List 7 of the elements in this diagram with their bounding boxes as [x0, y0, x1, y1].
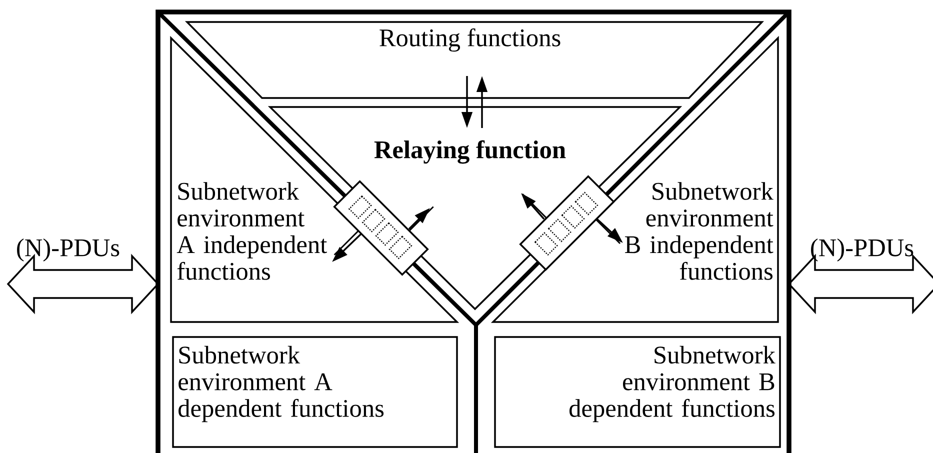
edge-label: (N)-PDUs [811, 238, 914, 262]
interface-box [333, 180, 434, 276]
outer-frame [156, 10, 792, 453]
function-box: Subnetwork environment A dependent functions [172, 336, 458, 448]
interface-box [519, 175, 621, 271]
function-box: Subnetwork environment B dependent functions [494, 336, 781, 448]
edge-label: (N)-PDUs [17, 238, 120, 262]
